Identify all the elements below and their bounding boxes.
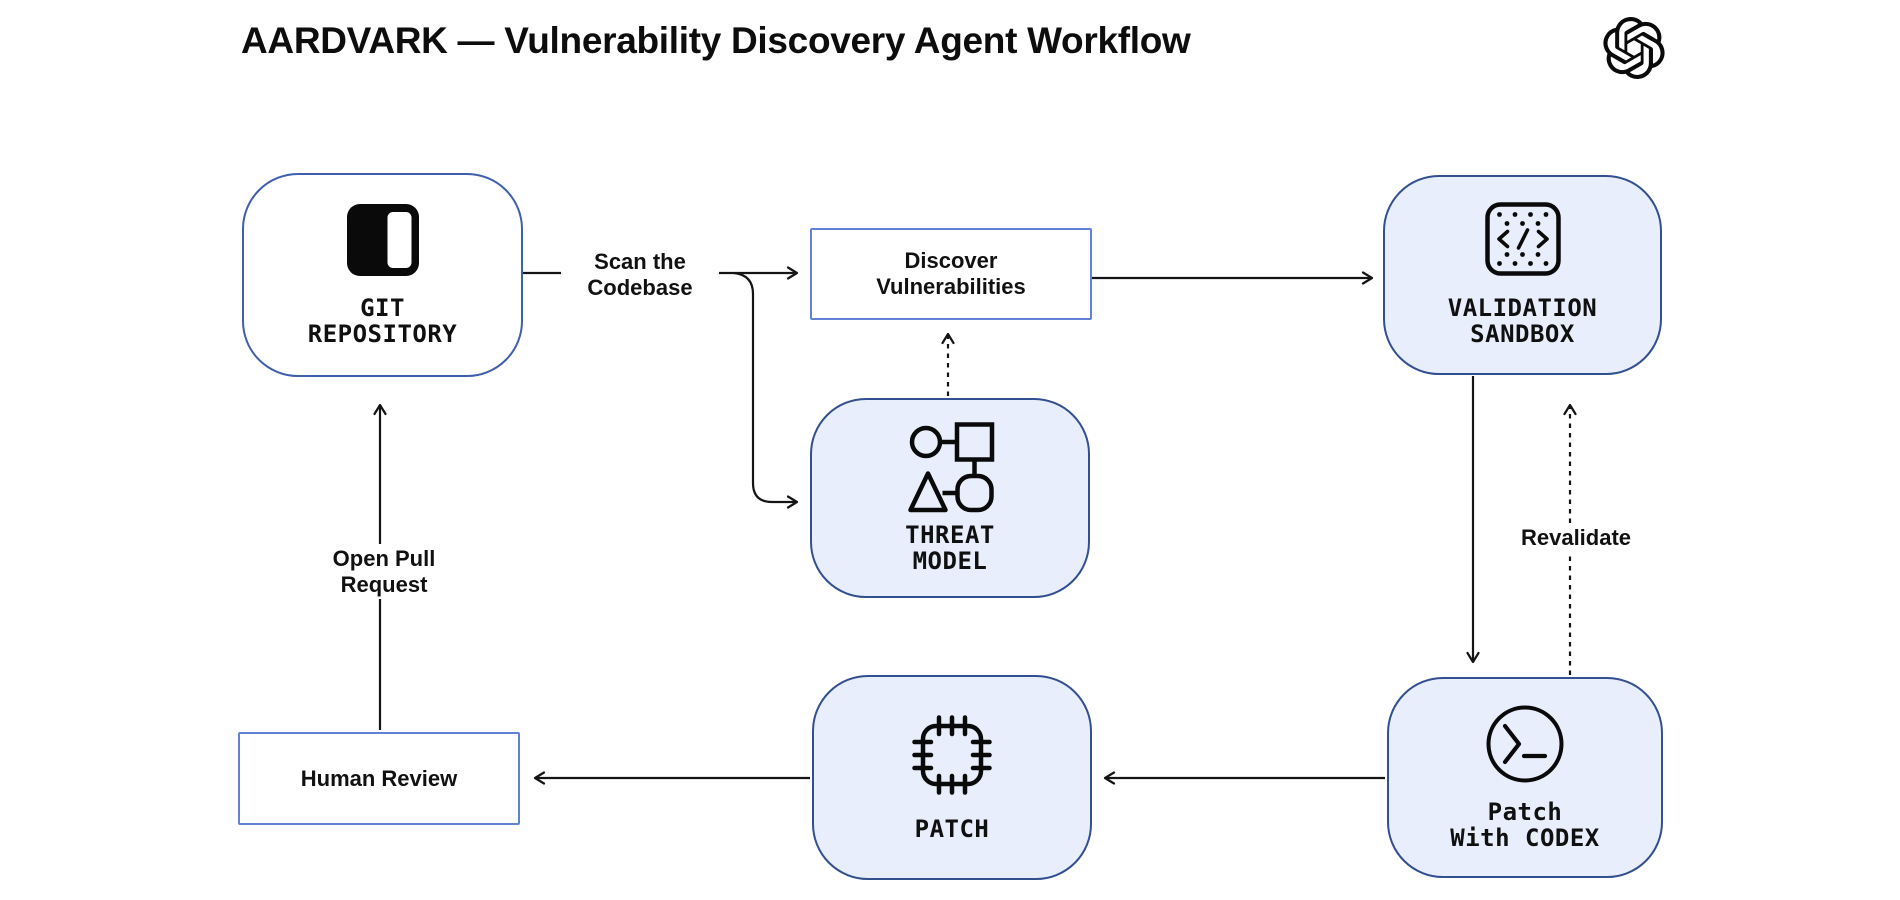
node-label-patch: PATCH <box>914 814 990 843</box>
node-threat-model: THREAT MODEL <box>810 398 1090 598</box>
node-label-validation-sandbox: VALIDATION SANDBOX <box>1447 294 1598 348</box>
node-patch-with-codex: Patch With CODEX <box>1387 677 1663 878</box>
node-patch: PATCH <box>812 675 1092 880</box>
terminal-prompt-icon <box>1486 705 1564 783</box>
node-label-threat-model: THREAT MODEL <box>905 521 995 575</box>
edge-branch-to-threat-model <box>733 271 799 509</box>
node-label-discover-vulnerabilities: Discover Vulnerabilities <box>876 248 1026 299</box>
openai-logo <box>1603 17 1665 79</box>
node-label-human-review: Human Review <box>300 765 458 791</box>
node-git-repository: GIT REPOSITORY <box>242 173 523 377</box>
edge-label-revalidate: Revalidate <box>1505 523 1647 553</box>
node-discover-vulnerabilities: Discover Vulnerabilities <box>810 228 1092 320</box>
validation-sandbox-icon <box>1484 202 1561 276</box>
node-human-review: Human Review <box>238 732 520 825</box>
edge-label-open-pull-request: Open Pull Request <box>305 544 463 600</box>
node-label-patch-with-codex: Patch With CODEX <box>1450 797 1600 852</box>
page-title: AARDVARK — Vulnerability Discovery Agent… <box>241 20 1191 61</box>
threat-model-icon <box>908 422 995 513</box>
git-repository-icon <box>346 204 419 277</box>
patch-stitch-icon <box>912 714 992 795</box>
node-validation-sandbox: VALIDATION SANDBOX <box>1383 175 1662 375</box>
node-label-git-repository: GIT REPOSITORY <box>307 294 458 348</box>
edge-label-scan-the-codebase: Scan the Codebase <box>561 247 719 303</box>
